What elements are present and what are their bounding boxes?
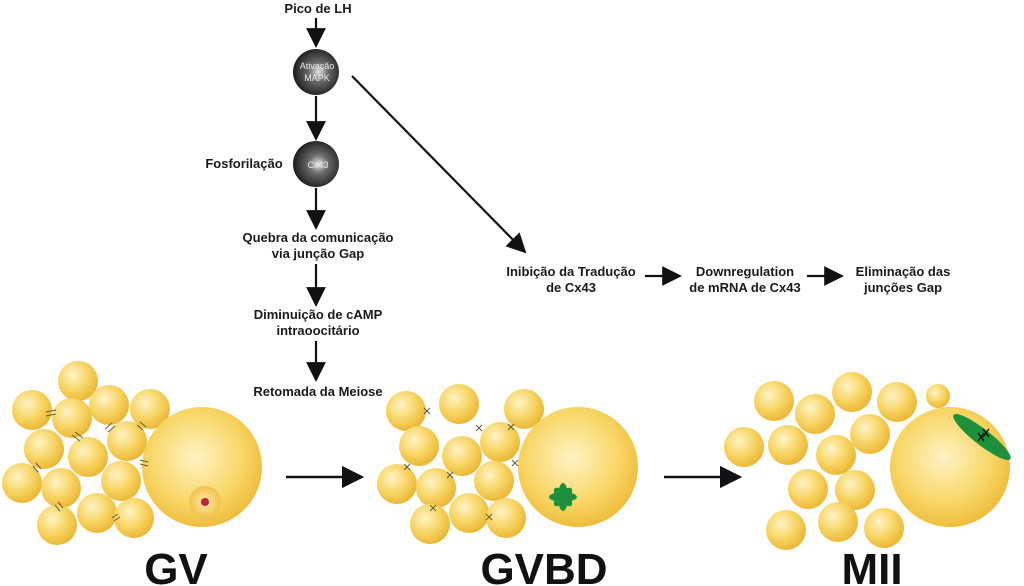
gv-cumulus-oocyte-complex bbox=[2, 361, 262, 545]
stage-label-gvbd: GVBD bbox=[480, 545, 607, 586]
mapk-node-label-2: MAPK bbox=[304, 73, 330, 83]
mii-polar-body bbox=[926, 384, 950, 408]
gap-break-label-1: Quebra da comunicação bbox=[243, 230, 394, 245]
arrow-mapk-to-translation bbox=[351, 75, 527, 254]
gv-oocyte bbox=[142, 407, 262, 527]
gap-break-label-2: via junção Gap bbox=[272, 246, 365, 261]
downreg-label-2: de mRNA de Cx43 bbox=[689, 280, 801, 295]
gvbd-cumulus-cells bbox=[377, 384, 544, 544]
cx43-node: Cx43 bbox=[293, 141, 339, 187]
translation-label-1: Inibição da Tradução bbox=[506, 264, 635, 279]
mii-metaphase-spindle bbox=[953, 413, 1011, 461]
downreg-label-1: Downregulation bbox=[696, 264, 794, 279]
lh-peak-label: Pico de LH bbox=[284, 1, 351, 16]
gvbd-cumulus-oocyte-complex bbox=[377, 384, 638, 544]
phosphorylation-label: Fosforilação bbox=[205, 156, 282, 171]
elimination-label-1: Eliminação das bbox=[856, 264, 951, 279]
camp-label-1: Diminuição de cAMP bbox=[254, 307, 383, 322]
meiosis-resume-label: Retomada da Meiose bbox=[253, 384, 382, 399]
cx43-node-label: Cx43 bbox=[307, 160, 328, 170]
gvbd-oocyte bbox=[518, 407, 638, 527]
translation-label-2: de Cx43 bbox=[546, 280, 596, 295]
gv-gap-junction-marks bbox=[32, 409, 149, 522]
gvbd-broken-junction-marks bbox=[403, 407, 519, 521]
gv-cumulus-cells bbox=[2, 361, 170, 545]
mapk-node: Ativação MAPK bbox=[293, 49, 339, 95]
mii-oocyte bbox=[890, 407, 1010, 527]
stage-label-mii: MII bbox=[841, 545, 902, 586]
mii-cumulus-oocyte-complex bbox=[724, 372, 1011, 550]
gvbd-condensed-chromatin bbox=[549, 483, 577, 511]
stage-label-gv: GV bbox=[144, 545, 208, 586]
mapk-node-label-1: Ativação bbox=[300, 61, 335, 71]
mii-cumulus-cells bbox=[724, 372, 917, 550]
elimination-label-2: junções Gap bbox=[863, 280, 942, 295]
gv-nucleolus bbox=[201, 498, 209, 506]
camp-label-2: intraoocitário bbox=[276, 323, 359, 338]
